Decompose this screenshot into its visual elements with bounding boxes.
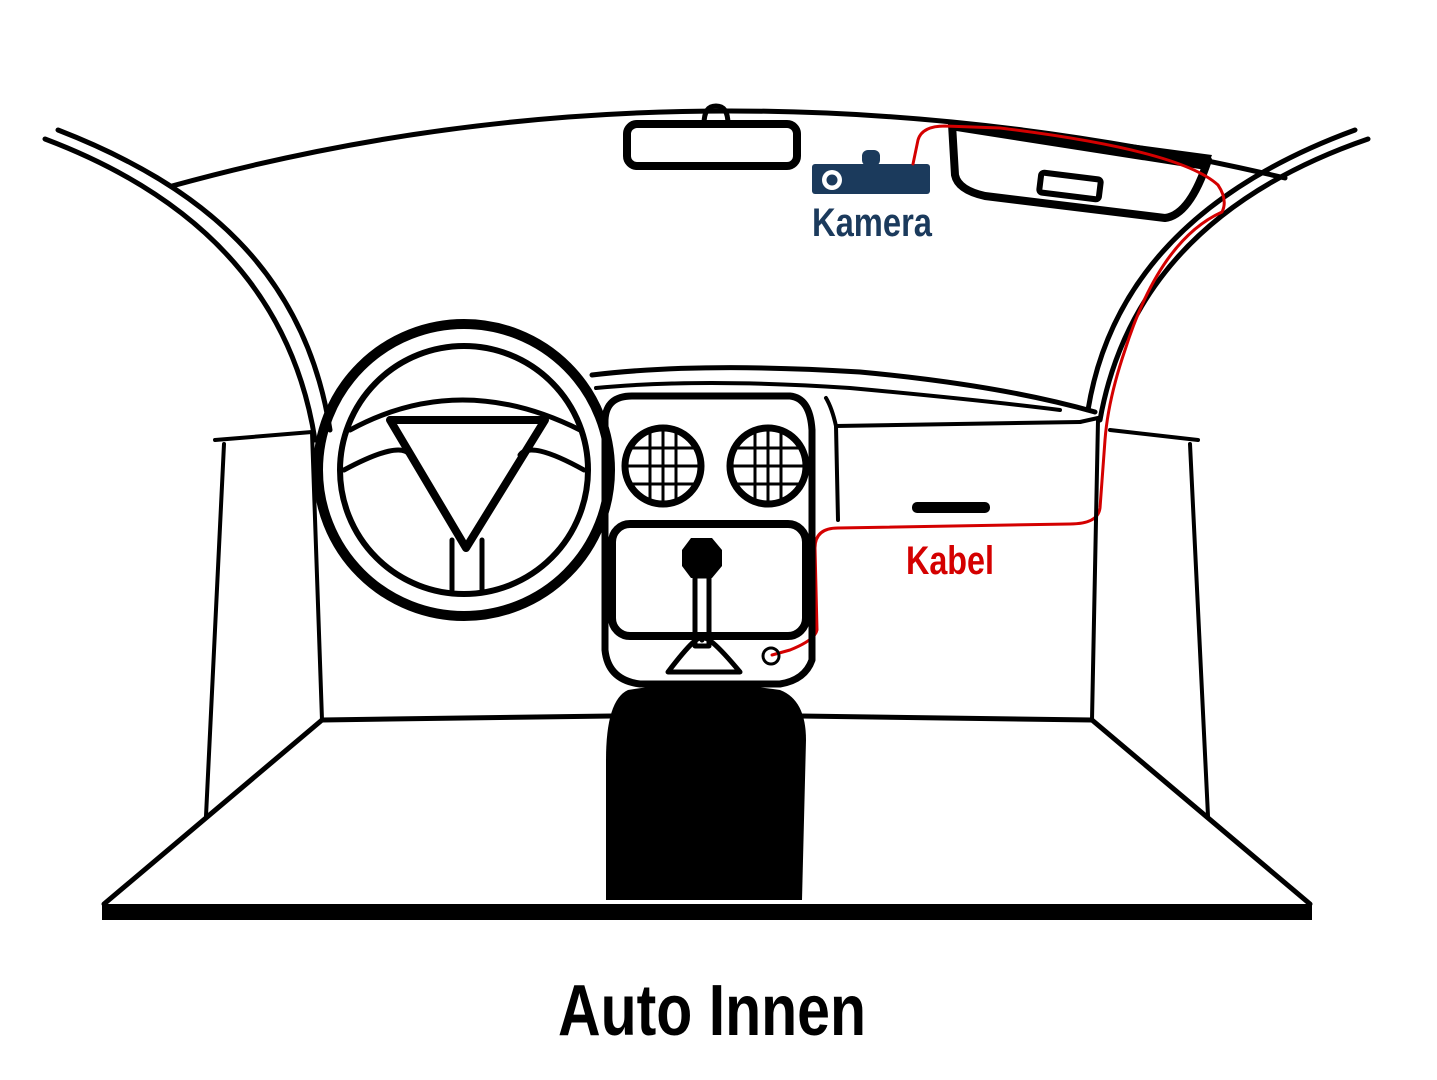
right-a-pillar <box>1085 127 1371 423</box>
diagram-title: Auto Innen <box>558 971 866 1051</box>
dash-camera <box>812 150 930 194</box>
gear-shift <box>665 538 743 675</box>
left-a-pillar <box>42 127 333 443</box>
camera-cable <box>770 124 1226 657</box>
right-air-vent <box>726 424 810 508</box>
dash-camera-mount <box>862 150 880 166</box>
right-door-panel <box>1090 418 1210 818</box>
dashboard <box>319 365 1100 723</box>
left-door-panel <box>204 430 324 818</box>
dash-camera-icon <box>812 164 930 194</box>
floor <box>101 717 1313 920</box>
cable-label: Kabel <box>906 539 994 583</box>
left-air-vent <box>621 424 705 508</box>
seat <box>606 684 806 900</box>
rear-view-mirror <box>623 103 801 170</box>
sun-visor <box>948 120 1212 222</box>
power-socket <box>761 646 781 666</box>
steering-wheel <box>313 319 615 621</box>
camera-label: Kamera <box>812 201 933 245</box>
center-console <box>601 392 816 688</box>
